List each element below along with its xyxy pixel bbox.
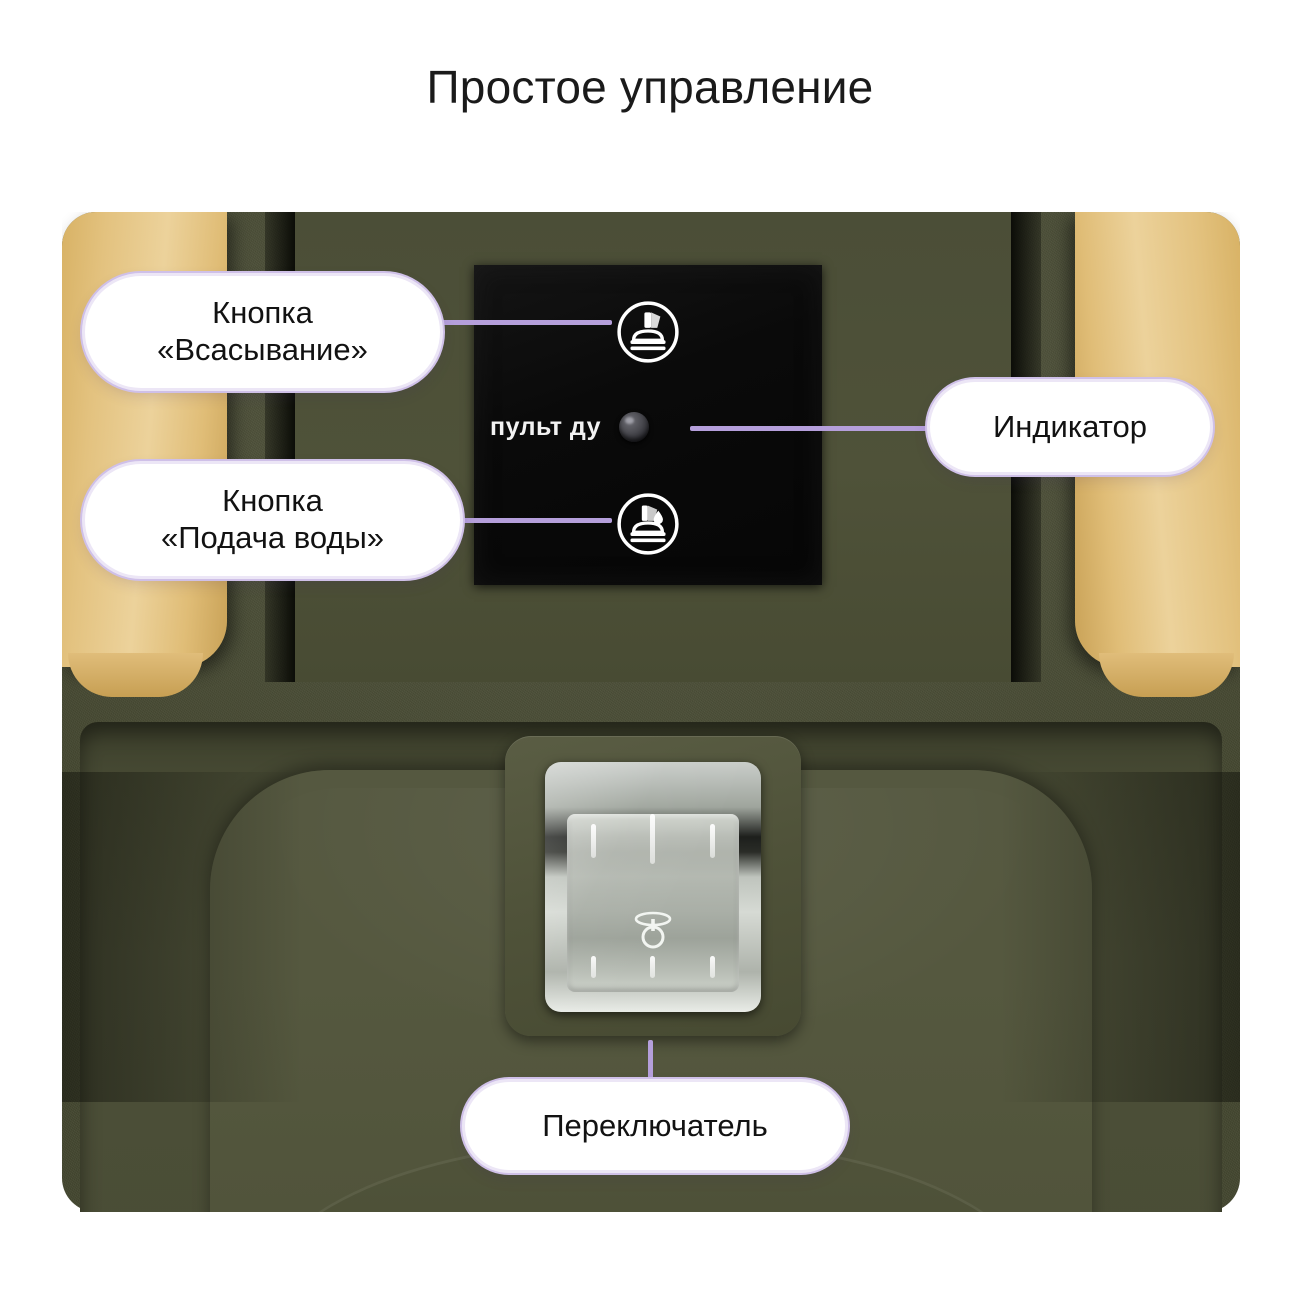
switch-bezel[interactable] <box>545 762 761 1012</box>
rocker-rib <box>710 956 715 978</box>
control-pad: пульт ду <box>474 265 822 585</box>
callout-switch-text: Переключатель <box>542 1107 768 1143</box>
power-symbol-icon <box>634 911 672 949</box>
water-supply-nozzle-icon[interactable] <box>615 491 681 557</box>
rocker-rib <box>650 814 655 864</box>
callout-water: Кнопка «Подача воды» <box>85 464 460 576</box>
callout-suction: Кнопка «Всасывание» <box>85 276 440 388</box>
suction-nozzle-icon[interactable] <box>615 299 681 365</box>
rocker-rib <box>710 824 715 858</box>
indicator-led <box>619 412 649 442</box>
callout-suction-line2: «Всасывание» <box>157 332 368 367</box>
callout-water-line1: Кнопка <box>222 483 323 519</box>
rocker-rib <box>591 956 596 978</box>
leader-line-indicator <box>690 426 940 431</box>
callout-indicator-text: Индикатор <box>993 408 1147 444</box>
right-grip-foot <box>1099 653 1234 697</box>
left-grip-foot <box>68 653 203 697</box>
callout-switch: Переключатель <box>465 1082 845 1170</box>
switch-plate <box>505 736 801 1036</box>
callout-suction-line1: Кнопка <box>212 295 313 331</box>
power-rocker-switch[interactable] <box>567 814 739 992</box>
remote-indicator-row: пульт ду <box>474 405 822 449</box>
leader-line-water <box>452 518 612 523</box>
callout-water-line2: «Подача воды» <box>160 520 385 555</box>
callout-indicator: Индикатор <box>930 382 1210 472</box>
page-title: Простое управление <box>426 61 874 113</box>
leader-line-switch <box>648 1040 653 1088</box>
rocker-rib <box>591 824 596 858</box>
callout-suction-text: Кнопка «Всасывание» <box>157 295 368 368</box>
rocker-rib <box>650 956 655 978</box>
callout-water-text: Кнопка «Подача воды» <box>161 483 384 556</box>
leader-line-suction <box>432 320 612 325</box>
remote-label: пульт ду <box>490 412 601 441</box>
